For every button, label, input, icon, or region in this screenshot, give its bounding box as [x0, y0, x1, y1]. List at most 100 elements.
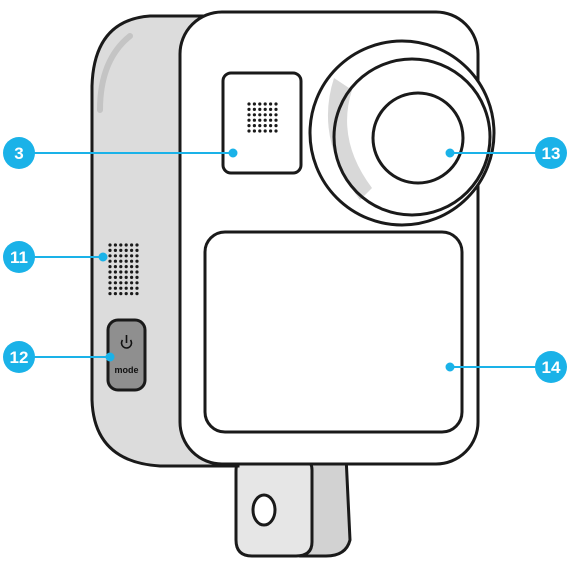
- front-mic-hole: [263, 107, 267, 111]
- side-mic-hole: [113, 248, 117, 252]
- front-mic-hole: [263, 124, 267, 128]
- front-mic-hole: [258, 124, 262, 128]
- side-mic-hole: [119, 281, 123, 285]
- callout-badge-14: [535, 351, 567, 383]
- front-mic-hole: [263, 129, 267, 133]
- side-mic-hole: [124, 281, 128, 285]
- front-mic-hole: [247, 118, 251, 122]
- side-mic-hole: [130, 254, 134, 258]
- lens-mid-ring: [332, 57, 492, 217]
- side-mic-hole: [135, 254, 139, 258]
- callout-3: 3: [3, 137, 35, 169]
- side-mic-hole: [135, 270, 139, 274]
- front-mic-hole: [263, 102, 267, 106]
- front-mic-hole: [258, 129, 262, 133]
- front-mic-hole: [269, 124, 273, 128]
- side-mic-hole: [130, 243, 134, 247]
- side-mic-hole: [113, 292, 117, 296]
- front-mic-hole: [252, 102, 256, 106]
- side-mic-hole: [108, 275, 112, 279]
- side-mic-hole: [135, 286, 139, 290]
- side-mic-hole: [135, 275, 139, 279]
- side-mic-hole: [130, 270, 134, 274]
- mount-fingers: [234, 454, 352, 558]
- side-mic-hole: [119, 286, 123, 290]
- callout-13: 13: [535, 137, 567, 169]
- callout-badge-13: [535, 137, 567, 169]
- front-mic-hole: [269, 129, 273, 133]
- callout-dot-13: [445, 148, 455, 158]
- mount-hole: [251, 493, 277, 527]
- front-microphone: [221, 71, 303, 175]
- side-mic-hole: [108, 248, 112, 252]
- side-mic-hole: [130, 259, 134, 263]
- side-mic-hole: [124, 243, 128, 247]
- callout-badge-12: [3, 341, 35, 373]
- front-mic-hole: [252, 124, 256, 128]
- side-mic-hole: [119, 243, 123, 247]
- side-mic-hole: [119, 254, 123, 258]
- side-mic-hole: [135, 265, 139, 269]
- callout-12: 12: [3, 341, 35, 373]
- side-mic-hole: [108, 243, 112, 247]
- front-mic-hole: [274, 118, 278, 122]
- front-mic-hole: [258, 113, 262, 117]
- side-mic-hole: [113, 259, 117, 263]
- callout-dot-3: [228, 148, 238, 158]
- callout-number-3: 3: [14, 144, 23, 163]
- side-mic-hole: [108, 254, 112, 258]
- side-microphone: [108, 243, 139, 296]
- lens: [308, 39, 496, 227]
- callout-dot-11: [98, 252, 108, 262]
- side-mic-hole: [119, 265, 123, 269]
- side-mic-hole: [108, 259, 112, 263]
- touch-screen: [203, 230, 464, 434]
- side-mic-hole: [124, 286, 128, 290]
- callout-badge-3: [3, 137, 35, 169]
- front-mic-hole: [247, 102, 251, 106]
- callout-number-12: 12: [10, 348, 29, 367]
- side-mic-hole: [135, 281, 139, 285]
- side-mic-hole: [124, 275, 128, 279]
- front-mic-hole: [247, 124, 251, 128]
- front-mic-hole: [269, 113, 273, 117]
- callout-11: 11: [3, 241, 35, 273]
- side-mic-hole: [130, 275, 134, 279]
- side-mic-hole: [108, 265, 112, 269]
- side-mic-hole: [124, 259, 128, 263]
- front-mic-hole: [269, 107, 273, 111]
- side-mic-hole: [135, 248, 139, 252]
- front-microphone-grille: [247, 102, 278, 133]
- side-mic-hole: [113, 286, 117, 290]
- side-mic-hole: [108, 292, 112, 296]
- side-mic-hole: [124, 254, 128, 258]
- side-shading: [97, 33, 133, 113]
- front-mic-hole: [269, 102, 273, 106]
- side-mic-hole: [130, 292, 134, 296]
- side-mic-hole: [113, 275, 117, 279]
- callout-badge-11: [3, 241, 35, 273]
- lens-glass: [371, 91, 465, 185]
- side-mic-hole: [119, 275, 123, 279]
- callout-dot-14: [445, 362, 455, 372]
- side-mic-hole: [124, 248, 128, 252]
- side-mic-hole: [124, 292, 128, 296]
- callout-14: 14: [535, 351, 567, 383]
- front-mic-hole: [258, 107, 262, 111]
- front-mic-hole: [252, 129, 256, 133]
- callout-number-11: 11: [10, 248, 28, 267]
- mode-label: mode: [114, 365, 138, 375]
- side-mic-hole: [130, 286, 134, 290]
- front-mic-hole: [252, 113, 256, 117]
- front-mic-hole: [247, 107, 251, 111]
- front-mic-hole: [247, 113, 251, 117]
- side-mic-hole: [108, 281, 112, 285]
- side-mic-hole: [119, 292, 123, 296]
- front-microphone-housing: [221, 71, 303, 175]
- side-mic-hole: [130, 265, 134, 269]
- front-mic-hole: [274, 102, 278, 106]
- side-mic-hole: [130, 281, 134, 285]
- front-mic-hole: [269, 118, 273, 122]
- side-mic-hole: [108, 270, 112, 274]
